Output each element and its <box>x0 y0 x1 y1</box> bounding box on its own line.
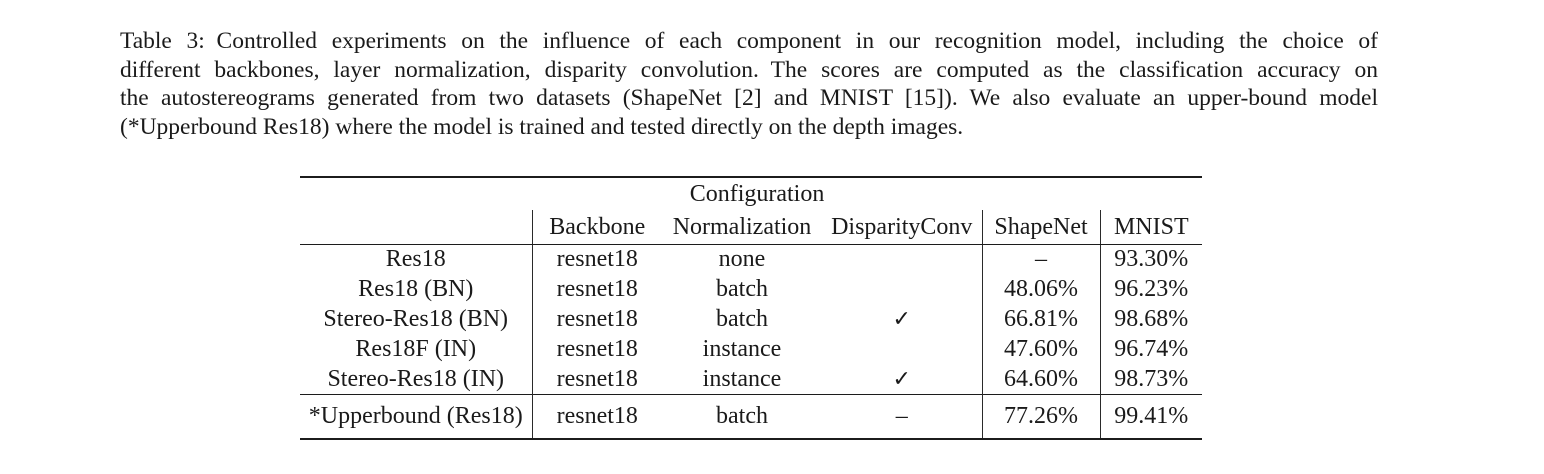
shapenet-cell: 48.06% <box>981 274 1101 305</box>
row-label: Res18 (BN) <box>358 276 474 303</box>
disparityconv-cell <box>822 245 982 275</box>
normalization-cell: none <box>718 246 766 273</box>
backbone-cell: resnet18 <box>531 393 662 439</box>
row-label: Stereo-Res18 (BN) <box>323 305 509 332</box>
table-row-upperbound: *Upperbound (Res18) resnet18 batch – 77.… <box>300 393 1203 439</box>
mnist-cell: 93.30% <box>1099 244 1203 275</box>
caption-line: (*Upperbound Res18) where the model is t… <box>120 113 964 140</box>
disparityconv-cell: – <box>822 393 983 439</box>
table-row: Res18 resnet18 none – 93.30% <box>300 244 1203 275</box>
column-header-disparityconv: DisparityConv <box>822 210 983 245</box>
mnist-cell: 98.73% <box>1099 364 1203 395</box>
column-header-mnist: MNIST <box>1099 210 1203 245</box>
row-label: Stereo-Res18 (IN) <box>327 365 505 392</box>
shapenet-cell: 77.26% <box>981 393 1101 439</box>
normalization-cell: batch <box>716 305 768 332</box>
table-row: Res18F (IN) resnet18 instance 47.60% 96.… <box>300 334 1203 365</box>
empty-cell <box>300 177 532 210</box>
caption-line: Table 3: Controlled experiments on the i… <box>120 28 1378 54</box>
normalization-cell: batch <box>716 276 768 303</box>
empty-cell <box>1100 177 1202 210</box>
mnist-cell: 96.74% <box>1099 334 1203 365</box>
group-header-configuration: Configuration <box>689 180 825 207</box>
table-header: Configuration Backbone Normalization Dis… <box>300 177 1203 245</box>
backbone-cell: resnet18 <box>531 304 662 335</box>
backbone-cell: resnet18 <box>531 334 662 365</box>
group-header-row: Configuration <box>300 177 1202 210</box>
column-header-row: Backbone Normalization DisparityConv Sha… <box>300 210 1203 245</box>
mnist-cell: 98.68% <box>1099 304 1203 335</box>
column-header-backbone: Backbone <box>531 210 662 245</box>
column-header-shapenet: ShapeNet <box>981 210 1101 245</box>
table-row: Stereo-Res18 (IN) resnet18 instance ✓ 64… <box>300 364 1203 395</box>
table-caption: Table 3: Controlled experiments on the i… <box>120 27 1378 141</box>
row-label: Res18F (IN) <box>355 335 477 362</box>
shapenet-cell: 66.81% <box>981 304 1101 335</box>
table-footer: *Upperbound (Res18) resnet18 batch – 77.… <box>300 393 1203 439</box>
shapenet-cell: 47.60% <box>981 334 1101 365</box>
empty-cell <box>300 210 532 245</box>
column-header-normalization: Normalization <box>662 210 822 245</box>
backbone-cell: resnet18 <box>531 364 662 395</box>
row-label: *Upperbound (Res18) <box>300 393 532 439</box>
caption-line: different backbones, layer normalization… <box>120 56 1378 83</box>
mnist-cell: 96.23% <box>1099 274 1203 305</box>
disparityconv-cell <box>822 275 982 305</box>
normalization-cell: batch <box>662 393 822 439</box>
normalization-cell: instance <box>702 365 782 392</box>
backbone-cell: resnet18 <box>531 244 662 275</box>
row-label: Res18 <box>385 246 446 273</box>
disparityconv-cell <box>822 334 982 364</box>
empty-cell <box>982 177 1100 210</box>
caption-line: the autostereograms generated from two d… <box>120 85 1378 112</box>
table-row: Res18 (BN) resnet18 batch 48.06% 96.23% <box>300 274 1203 305</box>
table-row: Stereo-Res18 (BN) resnet18 batch ✓ 66.81… <box>300 304 1203 335</box>
mnist-cell: 99.41% <box>1099 393 1203 439</box>
shapenet-cell: 64.60% <box>981 364 1101 395</box>
disparityconv-check: ✓ <box>892 306 911 332</box>
disparityconv-check: ✓ <box>892 366 911 392</box>
shapenet-cell: – <box>981 244 1101 275</box>
normalization-cell: instance <box>702 335 782 362</box>
backbone-cell: resnet18 <box>531 274 662 305</box>
results-table: Configuration Backbone Normalization Dis… <box>300 176 1203 440</box>
table-body: Res18 resnet18 none – 93.30% Res18 (BN) … <box>300 244 1203 395</box>
